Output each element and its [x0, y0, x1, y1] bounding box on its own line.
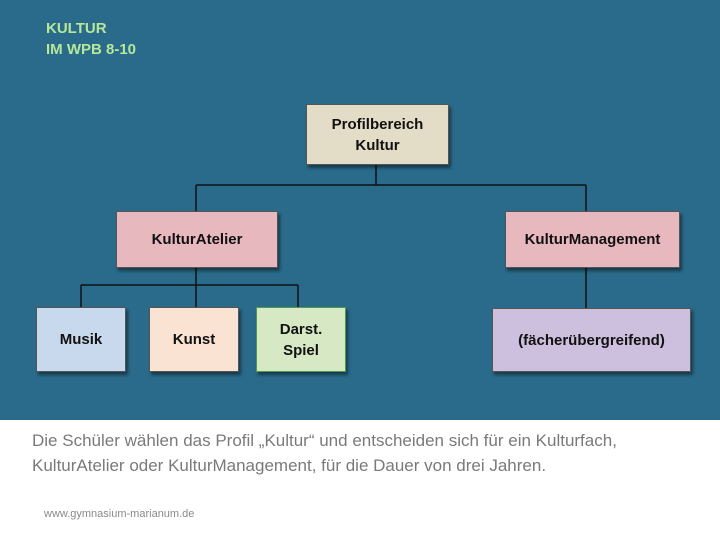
- slide-title: KULTUR IM WPB 8-10: [46, 18, 136, 60]
- node-musik: Musik: [36, 307, 126, 372]
- node-kulturmanagement: KulturManagement: [505, 211, 680, 268]
- slide-caption: Die Schüler wählen das Profil „Kultur“ u…: [32, 431, 617, 475]
- footer-url: www.gymnasium-marianum.de: [44, 508, 195, 520]
- title-line-1: KULTUR: [46, 20, 107, 37]
- title-line-2: IM WPB 8-10: [46, 41, 137, 58]
- node-kulturatelier: KulturAtelier: [116, 211, 278, 268]
- node-faecheruebergreifend: (fächerübergreifend): [492, 308, 691, 372]
- connector-lines: [80, 165, 587, 308]
- node-darst-spiel: Darst. Spiel: [256, 307, 346, 372]
- node-profilbereich-kultur: Profilbereich Kultur: [306, 104, 449, 165]
- node-kunst: Kunst: [149, 307, 239, 372]
